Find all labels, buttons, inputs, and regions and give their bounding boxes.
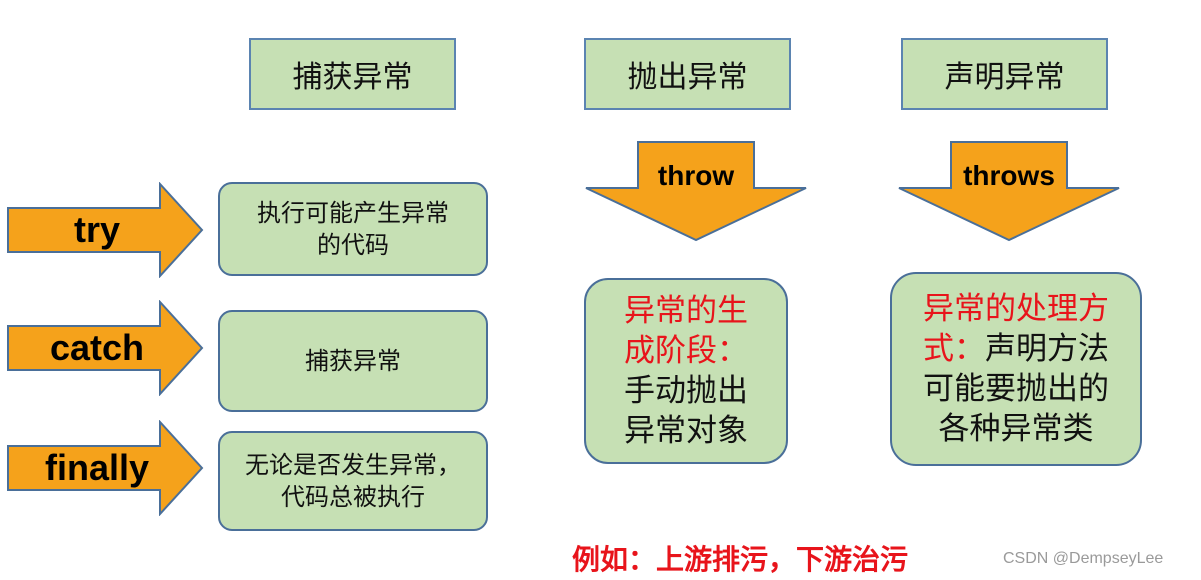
try-label: try [73,209,121,250]
right-arrow-icon [7,182,204,278]
header-catch-exception: 捕获异常 [249,38,456,110]
throws-description-box: 异常的处理方 式：声明方法 可能要抛出的 各种异常类 [890,272,1142,466]
down-arrow-icon [898,141,1120,242]
throws-arrow: throws [897,140,1121,244]
catch-description-text: 捕获异常 [305,347,401,375]
throws-handling-line1: 异常的处理方 [923,291,1109,327]
throw-action-line1: 手动抛出 [624,373,748,409]
finally-description-line1: 无论是否发生异常， [245,451,461,479]
try-description-line2: 的代码 [317,231,389,259]
throw-stage-line2: 成阶段： [624,333,748,369]
catch-label: catch [49,327,145,368]
throw-arrow: throw [584,140,808,244]
finally-description-box: 无论是否发生异常， 代码总被执行 [218,431,488,531]
throw-description-box: 异常的生 成阶段： 手动抛出 异常对象 [584,278,788,464]
catch-description-box: 捕获异常 [218,310,488,412]
example-caption: 例如：上游排污，下游治污 [572,543,909,576]
throws-declare-line3: 各种异常类 [938,411,1094,447]
throw-label: throw [657,160,735,191]
try-description-line1: 执行可能产生异常 [257,199,449,227]
throws-declare-line2: 可能要抛出的 [923,371,1109,407]
throws-label: throws [963,160,1055,191]
right-arrow-icon [7,300,204,396]
right-arrow-icon [7,420,204,516]
finally-label: finally [44,447,150,488]
down-arrow-icon [585,141,807,242]
throws-handling-line2: 式： [923,331,985,367]
try-description-box: 执行可能产生异常 的代码 [218,182,488,276]
header-declare-exception: 声明异常 [901,38,1108,110]
throw-stage-line1: 异常的生 [624,293,748,329]
catch-arrow: catch [6,300,204,396]
header-throw-exception: 抛出异常 [584,38,791,110]
try-arrow: try [6,182,204,278]
throws-declare-line1: 声明方法 [985,331,1109,367]
finally-description-line2: 代码总被执行 [281,483,425,511]
finally-arrow: finally [6,420,204,516]
watermark: CSDN @DempseyLee [1003,550,1164,567]
throw-action-line2: 异常对象 [624,413,748,449]
